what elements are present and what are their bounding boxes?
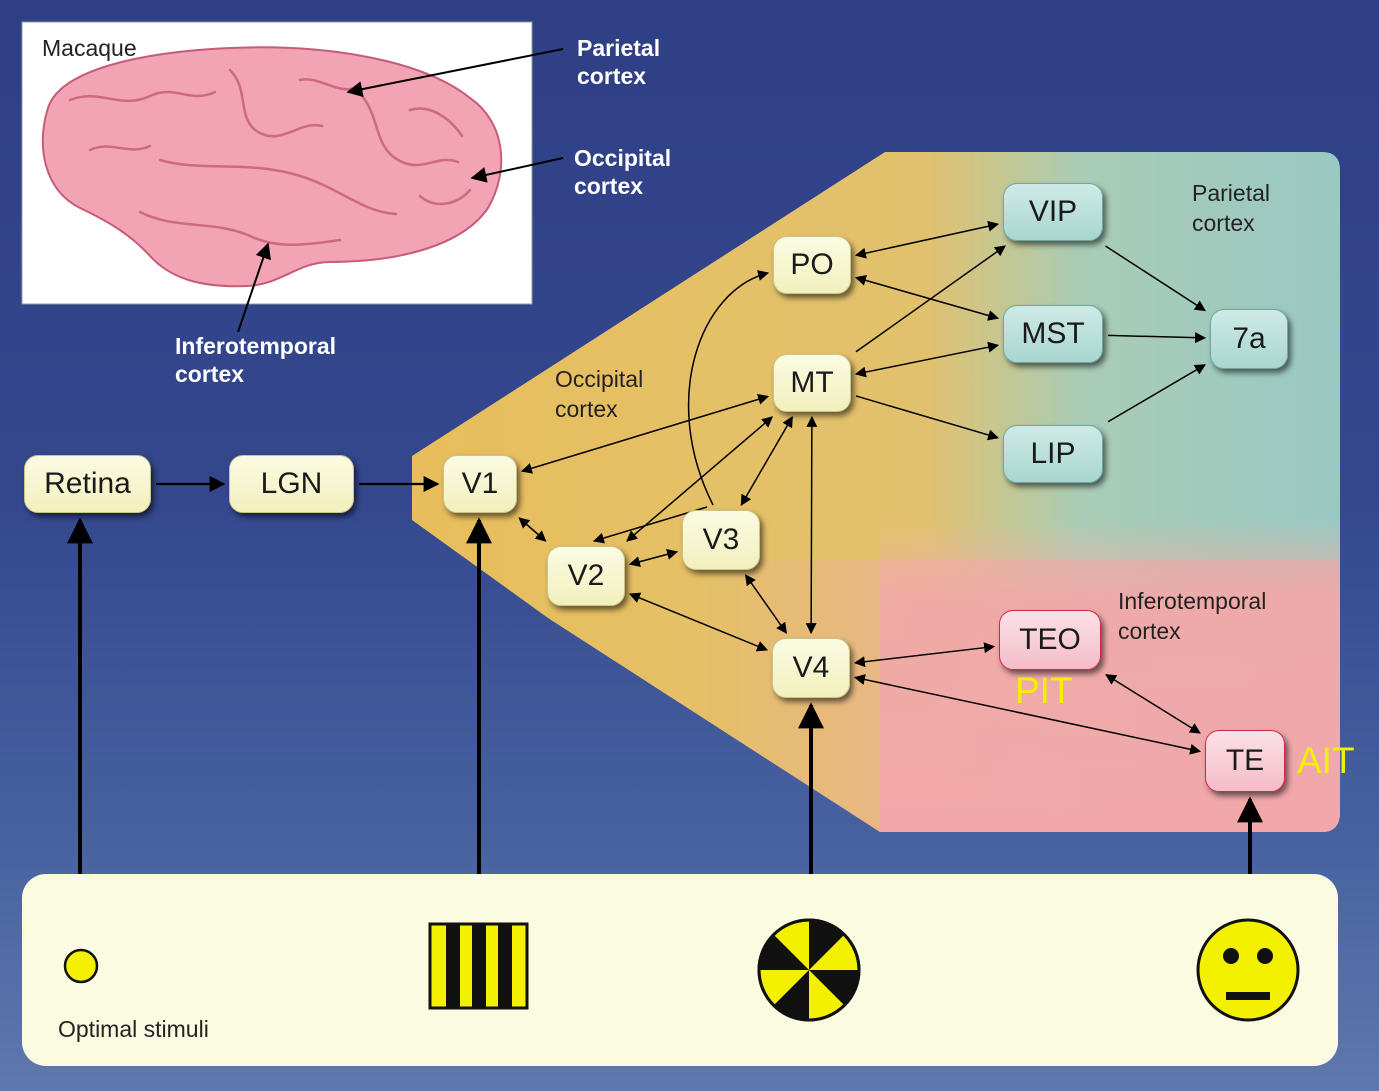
- radial-checkerboard-icon: [759, 920, 859, 1020]
- v1-node: V1: [443, 455, 517, 513]
- vip-node: VIP: [1003, 183, 1103, 241]
- retina-node: Retina: [24, 455, 151, 513]
- po-node: PO: [773, 236, 851, 294]
- ait-annotation: AIT: [1297, 740, 1355, 782]
- macaque-brain-illustration: [22, 22, 563, 332]
- lgn-node: LGN: [229, 455, 354, 513]
- v4-node: V4: [772, 638, 850, 698]
- v3-node: V3: [682, 510, 760, 570]
- pit-annotation: PIT: [1015, 670, 1073, 712]
- grating-stimulus-icon: [430, 924, 527, 1008]
- mt-node: MT: [773, 354, 851, 412]
- lip-node: LIP: [1003, 425, 1103, 483]
- mst-node: MST: [1003, 305, 1103, 363]
- inferotemporal-region-label: Inferotemporal cortex: [1118, 586, 1266, 646]
- inset-parietal-label: Parietal cortex: [577, 34, 660, 90]
- optimal-stimuli-panel: Optimal stimuli: [22, 874, 1338, 1066]
- v2-node: V2: [547, 546, 625, 606]
- occipital-region-label: Occipital cortex: [555, 364, 643, 424]
- area-7a-node: 7a: [1210, 309, 1288, 369]
- teo-node: TEO: [999, 610, 1101, 670]
- te-node: TE: [1205, 730, 1285, 792]
- optimal-stimuli-label: Optimal stimuli: [58, 1014, 209, 1044]
- inset-title: Macaque: [42, 33, 137, 63]
- face-stimulus-icon: [1198, 920, 1298, 1020]
- parietal-region-label: Parietal cortex: [1192, 178, 1270, 238]
- inset-inferotemporal-label: Inferotemporal cortex: [175, 332, 336, 388]
- stimuli-icons: [22, 874, 1338, 1066]
- inset-occipital-label: Occipital cortex: [574, 144, 671, 200]
- dot-stimulus-icon: [65, 950, 97, 982]
- connection-mt-v4: [811, 417, 812, 633]
